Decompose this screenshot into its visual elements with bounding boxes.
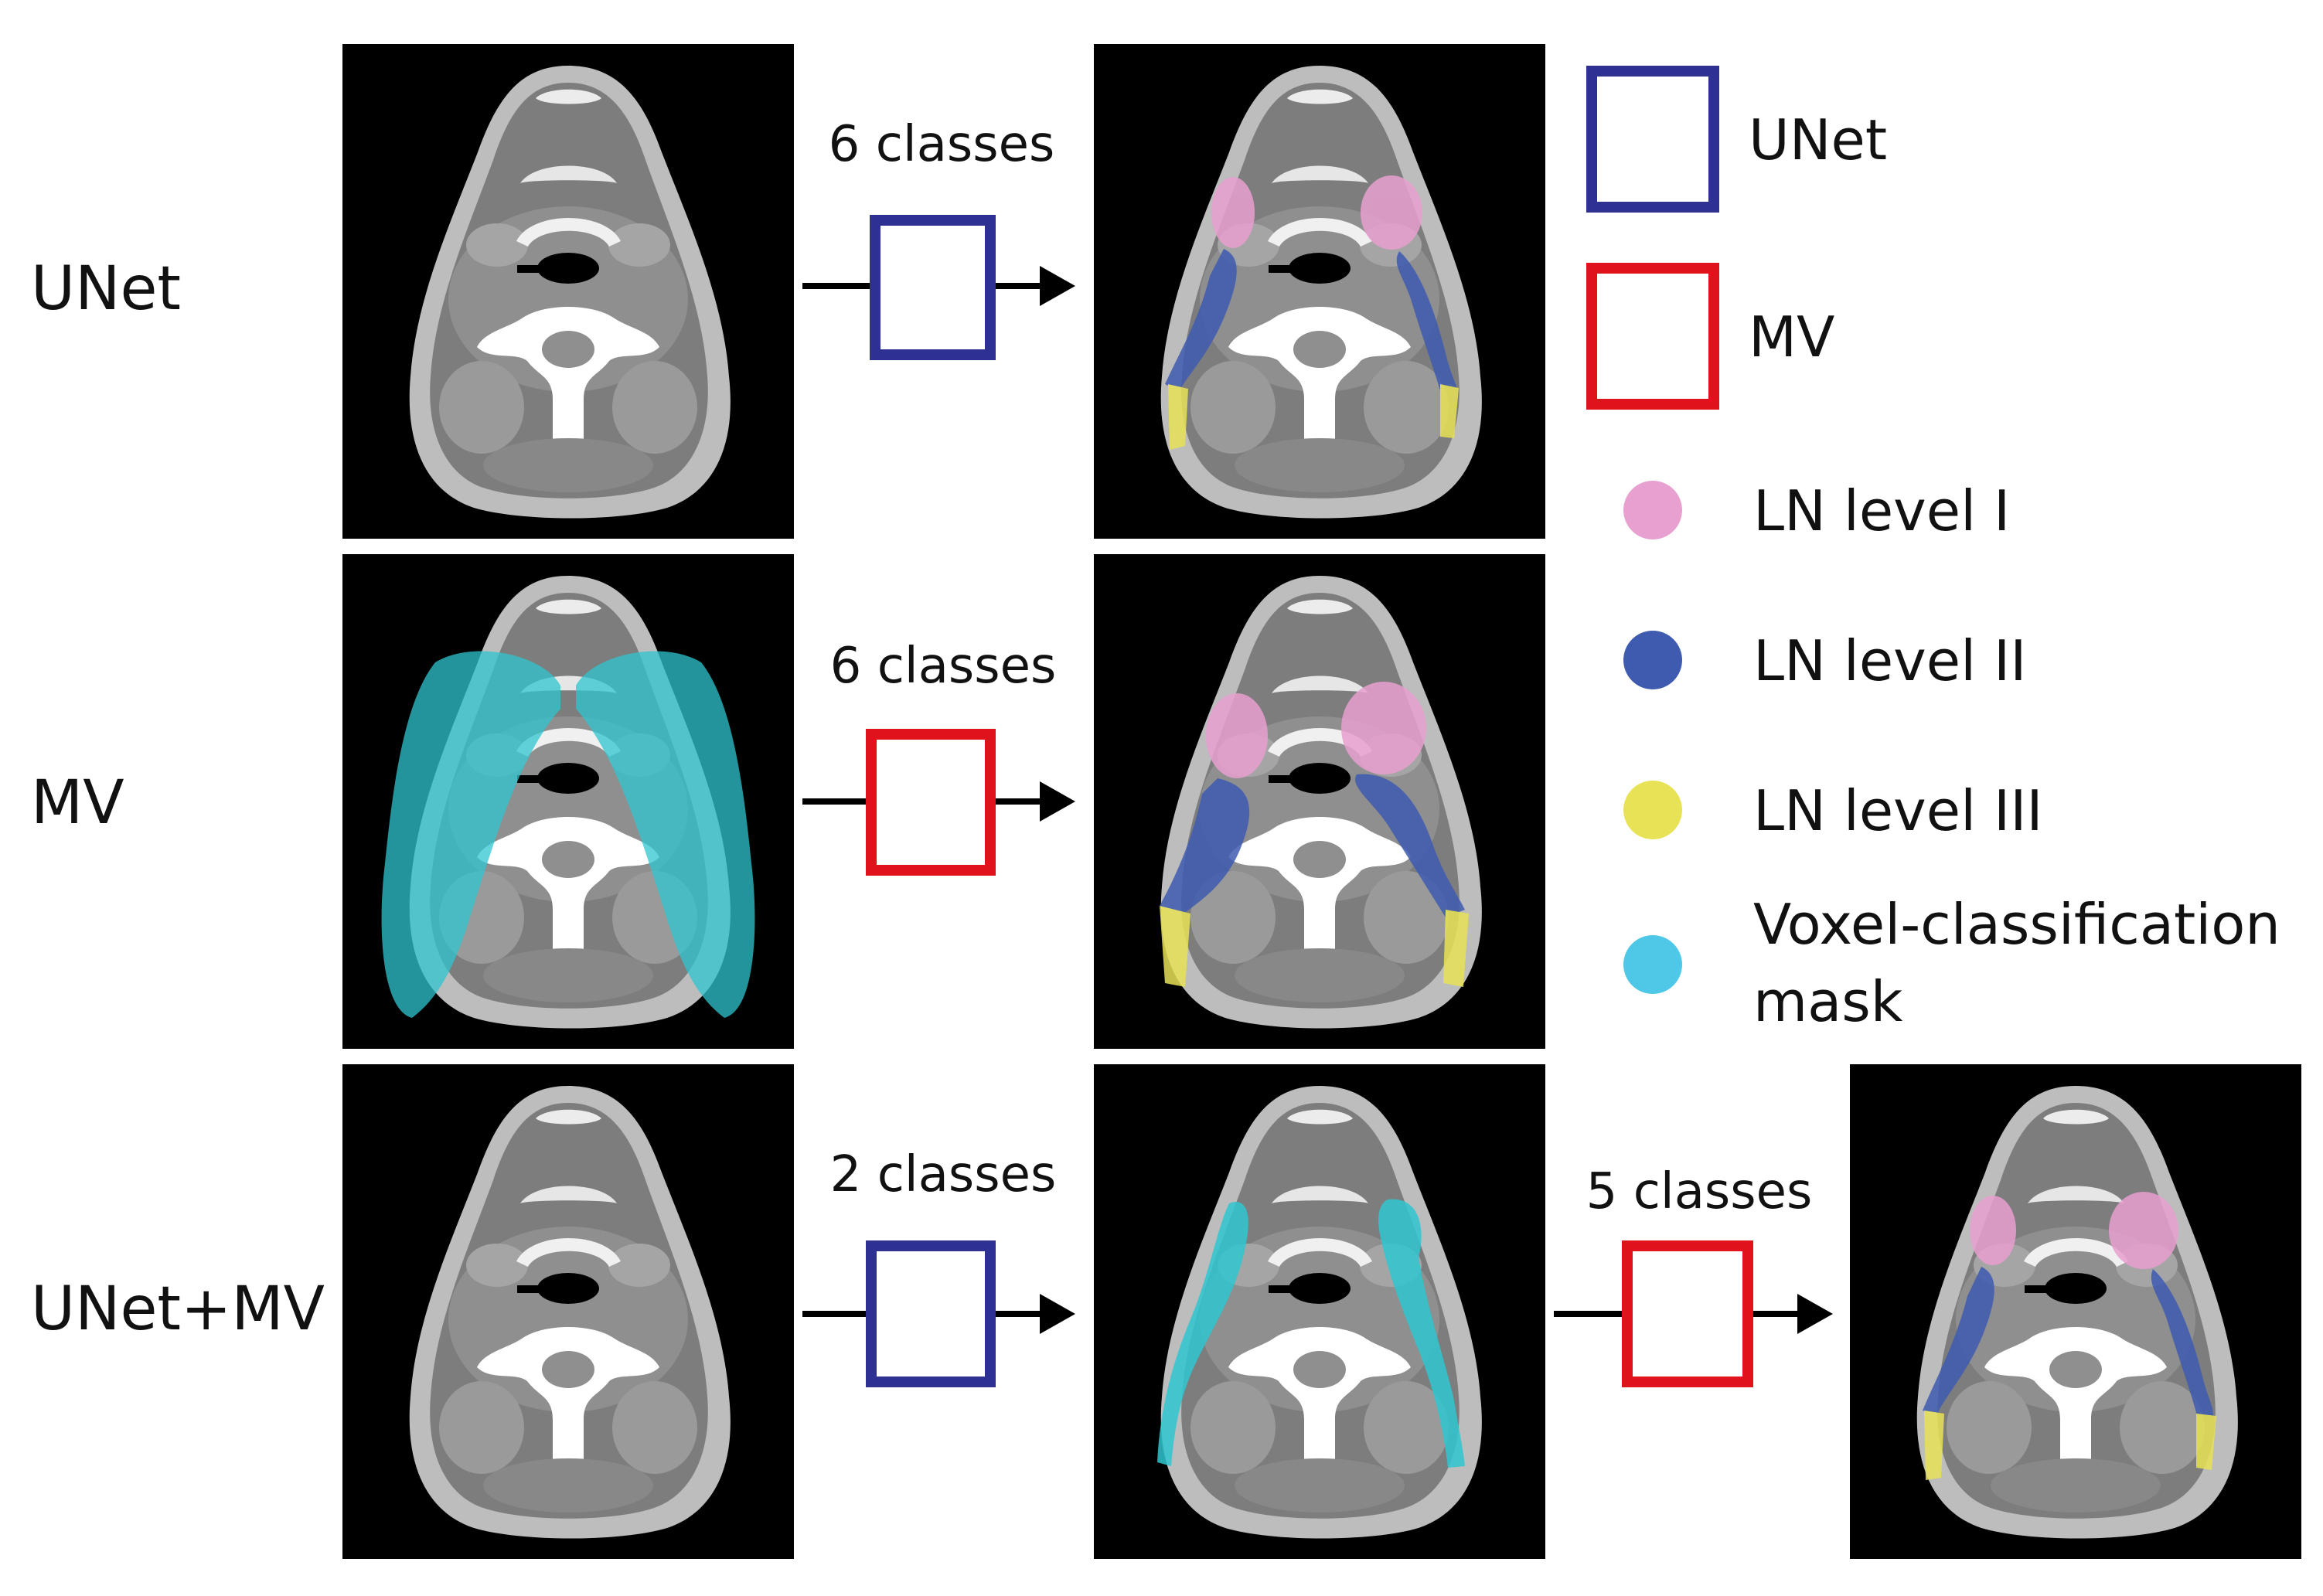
row2-arrow-line-left: [802, 798, 869, 805]
row-label-unetmv: UNet+MV: [31, 1274, 325, 1344]
legend-ln-level-1-dot: [1623, 481, 1682, 539]
legend-voxel-mask-label-line1: Voxel-classification: [1753, 892, 2280, 957]
legend-ln-level-3-label: LN level III: [1753, 778, 2043, 843]
legend-ln-level-2-dot: [1623, 631, 1682, 689]
panel-unetmv-output: [1850, 1064, 2301, 1559]
legend-ln-level-3-dot: [1623, 781, 1682, 839]
row3-arrow1-line-left: [802, 1311, 869, 1317]
legend-ln-level-2-label: LN level II: [1753, 628, 2027, 693]
row2-arrow-line-right: [996, 798, 1042, 805]
panel-unet-input: [342, 44, 794, 539]
row3-arrow2-line-left: [1554, 1311, 1625, 1317]
row1-arrow-line-left: [802, 283, 872, 289]
panel-mv-input: [342, 554, 794, 1049]
row3-step2-label: 5 classes: [1586, 1163, 1813, 1220]
row3-unet-box: [866, 1240, 996, 1387]
row1-arrow-line-right: [996, 283, 1042, 289]
row-label-mv: MV: [31, 768, 124, 838]
legend-voxel-mask-label-line2: mask: [1753, 969, 1903, 1034]
row2-mv-box: [866, 729, 996, 876]
legend-unet-label: UNet: [1749, 107, 1888, 172]
row1-step-label: 6 classes: [828, 116, 1055, 173]
legend-mv-box: [1586, 263, 1719, 410]
row2-step-label: 6 classes: [829, 638, 1057, 695]
panel-unetmv-intermediate: [1094, 1064, 1545, 1559]
panel-unet-output: [1094, 44, 1545, 539]
row1-unet-box: [870, 215, 996, 360]
legend-mv-label: MV: [1749, 305, 1835, 369]
row-label-unet: UNet: [31, 254, 182, 324]
legend-voxel-mask-dot: [1623, 935, 1682, 994]
row3-arrow2-line-right: [1753, 1311, 1800, 1317]
row3-arrow1-line-right: [996, 1311, 1042, 1317]
row1-arrow-head: [1040, 266, 1075, 306]
row3-arrow1-head: [1040, 1294, 1075, 1334]
row3-step1-label: 2 classes: [829, 1146, 1057, 1203]
legend-unet-box: [1586, 66, 1719, 213]
panel-unetmv-input: [342, 1064, 794, 1559]
row3-arrow2-head: [1797, 1294, 1833, 1334]
row2-arrow-head: [1040, 781, 1075, 822]
row3-mv-box: [1622, 1240, 1753, 1387]
legend-ln-level-1-label: LN level I: [1753, 478, 2011, 543]
panel-mv-output: [1094, 554, 1545, 1049]
